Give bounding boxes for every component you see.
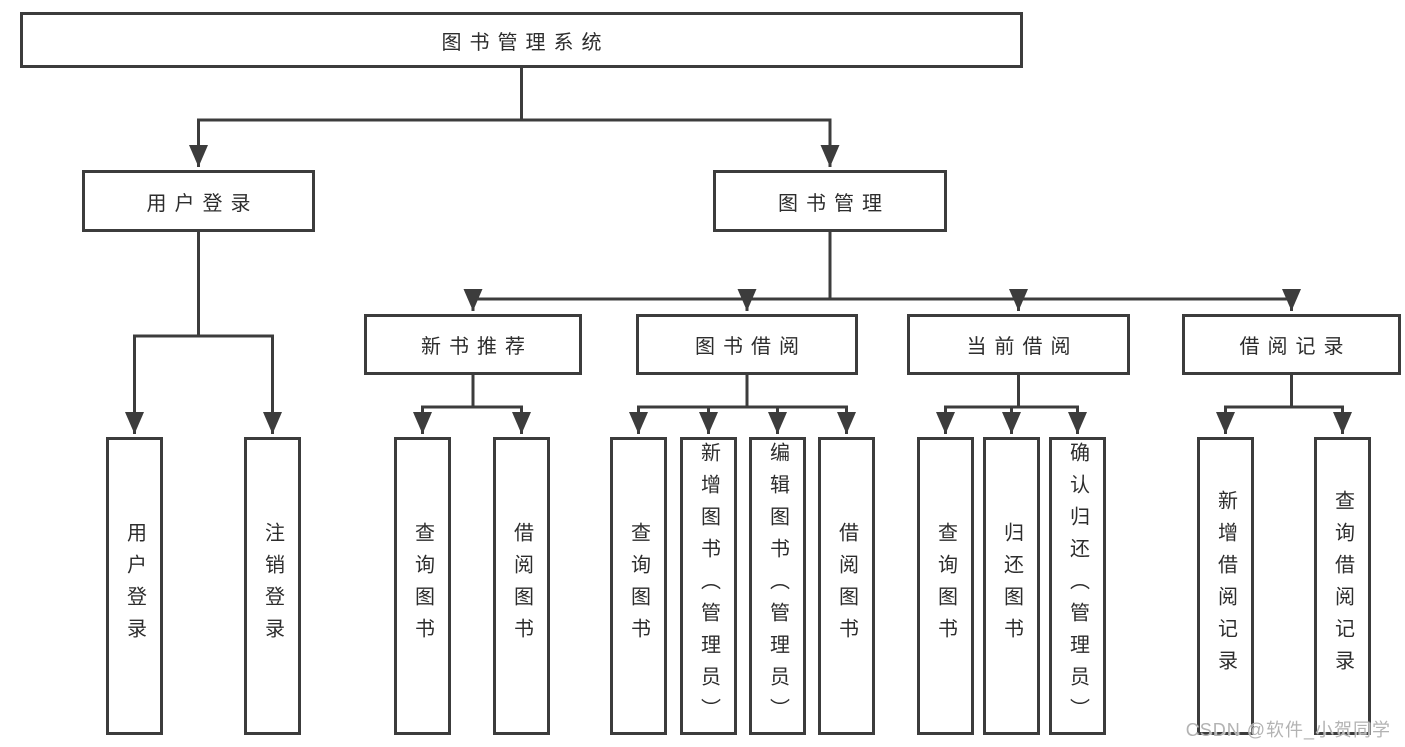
node-borrowing-records: 借阅记录 [1182, 314, 1401, 375]
leaf-label: 用户登录 [123, 522, 146, 650]
trunk-book-borrow [637, 375, 848, 409]
leaf-label: 借阅图书 [835, 522, 858, 650]
leaf-query-books-borrow: 查询图书 [610, 437, 667, 735]
node-label: 图书借阅 [695, 336, 807, 358]
trunk-borrow-record [1224, 375, 1344, 409]
leaf-query-books-recommend: 查询图书 [394, 437, 451, 735]
leaf-label: 借阅图书 [510, 522, 533, 650]
leaf-return-books: 归还图书 [983, 437, 1040, 735]
leaf-label: 归还图书 [1000, 522, 1023, 650]
leaf-add-books-admin: 新增图书（管理员） [680, 437, 737, 735]
leaf-borrow-books-recommend: 借阅图书 [493, 437, 550, 735]
leaf-label: 新增图书（管理员） [697, 442, 720, 730]
trunk-book-management [471, 232, 1293, 301]
trunk-current-borrow [944, 375, 1079, 409]
trunk-user-login [133, 232, 274, 338]
leaf-label: 查询借阅记录 [1331, 490, 1354, 682]
leaf-query-borrow-record: 查询借阅记录 [1314, 437, 1371, 735]
node-label: 借阅记录 [1239, 336, 1352, 358]
leaf-confirm-return-admin: 确认归还（管理员） [1049, 437, 1106, 735]
node-label: 用户登录 [146, 192, 259, 215]
leaf-label: 编辑图书（管理员） [766, 442, 789, 730]
node-current-borrowing: 当前借阅 [907, 314, 1130, 375]
leaf-query-books-current: 查询图书 [917, 437, 974, 735]
node-book-borrowing: 图书借阅 [636, 314, 858, 375]
leaf-borrow-books: 借阅图书 [818, 437, 875, 735]
leaf-label: 查询图书 [627, 522, 650, 650]
node-label: 图书管理 [778, 192, 890, 215]
leaf-add-borrow-record: 新增借阅记录 [1197, 437, 1254, 735]
node-book-management: 图书管理 [713, 170, 947, 232]
leaf-label: 查询图书 [934, 522, 957, 650]
node-label: 新书推荐 [421, 336, 533, 358]
trunk-root [197, 68, 832, 122]
node-library-system: 图书管理系统 [20, 12, 1023, 68]
leaf-user-login: 用户登录 [106, 437, 163, 735]
leaf-logout: 注销登录 [244, 437, 301, 735]
leaf-label: 确认归还（管理员） [1066, 442, 1089, 730]
leaf-label: 新增借阅记录 [1214, 490, 1237, 682]
leaf-edit-books-admin: 编辑图书（管理员） [749, 437, 806, 735]
node-user-login: 用户登录 [82, 170, 315, 232]
leaf-label: 查询图书 [411, 522, 434, 650]
leaf-label: 注销登录 [261, 522, 284, 650]
node-new-book-recommendation: 新书推荐 [364, 314, 582, 375]
trunk-new-book [421, 375, 523, 409]
node-label: 当前借阅 [966, 336, 1079, 358]
node-label: 图书管理系统 [441, 31, 610, 54]
watermark: CSDN @软件_小贺同学 [1185, 720, 1391, 740]
